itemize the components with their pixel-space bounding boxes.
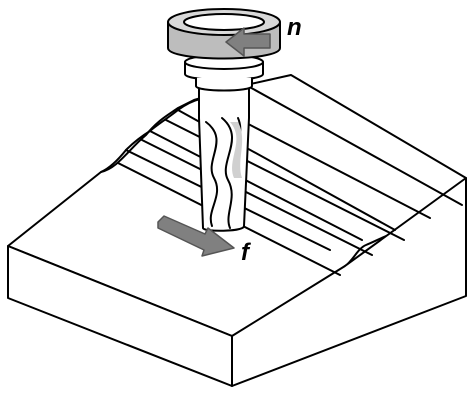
groove-edge — [141, 139, 373, 256]
tool-flute — [205, 121, 219, 227]
feed-label: f — [241, 239, 249, 266]
tool-holder — [167, 8, 281, 92]
groove-line — [245, 84, 463, 206]
workpiece-right-face — [231, 177, 467, 387]
spindle-ring-inner — [183, 13, 265, 31]
tool-flute — [221, 117, 233, 229]
tool-shank — [198, 75, 250, 232]
workpiece-front-face — [7, 245, 233, 387]
end-mill-tool — [198, 75, 250, 232]
feed-arrow-icon — [157, 215, 235, 257]
tool-flute-shadow — [230, 122, 243, 178]
spindle-speed-label: n — [287, 14, 302, 41]
rotation-arrow-icon — [225, 27, 271, 57]
holder-neck — [195, 77, 253, 92]
